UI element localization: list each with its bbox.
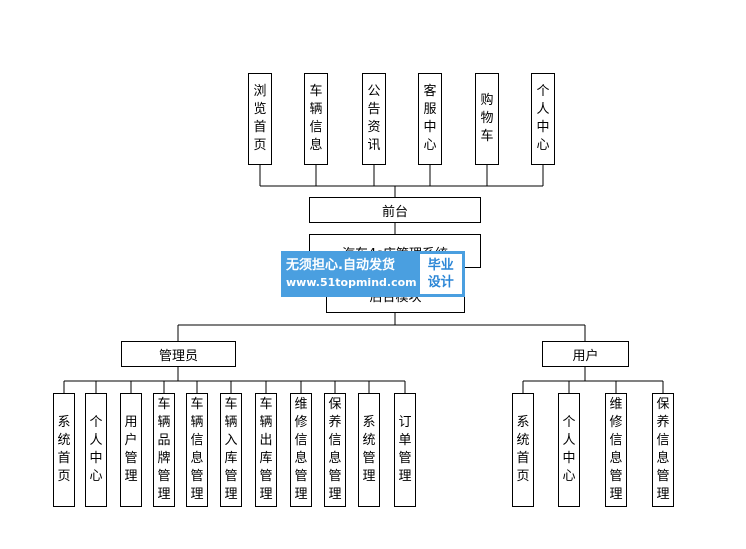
frontend-label: 前台 [381,204,408,220]
admin-module-1: 系统首页 [53,393,75,507]
frontend-module-6: 个人中心 [531,73,555,165]
admin-box: 管理员 [121,341,236,367]
admin-module-7-label: 车辆出库管理 [259,397,273,502]
admin-module-9-label: 保养信息管理 [328,397,342,502]
frontend-module-2: 车辆信息 [304,73,328,165]
watermark-badge-line1: 毕业 [427,258,454,273]
watermark-badge: 毕业 设计 [419,254,462,294]
admin-label: 管理员 [158,348,198,364]
watermark-badge-line2: 设计 [427,275,454,290]
admin-module-6-label: 车辆入库管理 [224,397,238,502]
user-module-3: 维修信息管理 [605,393,627,507]
frontend-module-4-label: 客服中心 [423,84,437,153]
frontend-module-6-label: 个人中心 [536,84,550,153]
admin-module-11: 订单管理 [394,393,416,507]
frontend-module-4: 客服中心 [418,73,442,165]
watermark-slogan: 无须担心.自动发货 [286,258,395,273]
user-box: 用户 [542,341,629,367]
frontend-module-5-label: 购物车 [480,93,494,144]
user-module-1: 系统首页 [512,393,534,507]
admin-module-2: 个人中心 [85,393,107,507]
user-module-2-label: 个人中心 [562,415,576,484]
admin-module-10-label: 系统管理 [362,415,376,484]
user-label: 用户 [572,348,599,364]
admin-module-8: 维修信息管理 [290,393,312,507]
admin-module-10: 系统管理 [358,393,380,507]
admin-module-5-label: 车辆信息管理 [190,397,204,502]
user-module-4-label: 保养信息管理 [656,397,670,502]
frontend-box: 前台 [309,197,481,223]
admin-module-11-label: 订单管理 [398,415,412,484]
frontend-module-1-label: 浏览首页 [253,84,267,153]
admin-module-5: 车辆信息管理 [186,393,208,507]
admin-module-9: 保养信息管理 [324,393,346,507]
admin-module-3-label: 用户管理 [124,415,138,484]
admin-module-6: 车辆入库管理 [220,393,242,507]
admin-module-2-label: 个人中心 [89,415,103,484]
frontend-module-5: 购物车 [475,73,499,165]
watermark-url: www.51topmind.com [286,276,417,289]
admin-module-8-label: 维修信息管理 [294,397,308,502]
frontend-module-2-label: 车辆信息 [309,84,323,153]
user-module-4: 保养信息管理 [652,393,674,507]
watermark-banner: 无须担心.自动发货 www.51topmind.com 毕业 设计 [281,251,465,297]
admin-module-3: 用户管理 [120,393,142,507]
admin-module-1-label: 系统首页 [57,415,71,484]
frontend-module-1: 浏览首页 [248,73,272,165]
admin-module-7: 车辆出库管理 [255,393,277,507]
user-module-1-label: 系统首页 [516,415,530,484]
frontend-module-3: 公告资讯 [362,73,386,165]
frontend-module-3-label: 公告资讯 [367,84,381,153]
user-module-3-label: 维修信息管理 [609,397,623,502]
admin-module-4-label: 车辆品牌管理 [157,397,171,502]
user-module-2: 个人中心 [558,393,580,507]
admin-module-4: 车辆品牌管理 [153,393,175,507]
